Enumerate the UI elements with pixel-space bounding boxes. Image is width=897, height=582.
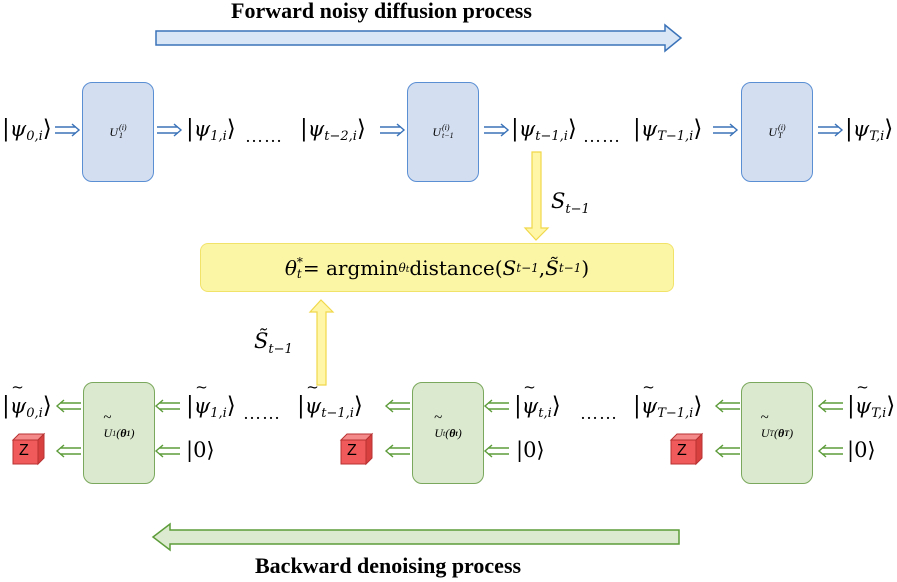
forward-unitary-t-1-sup: (i) — [442, 123, 450, 132]
forward-unitary-t-1-sub: t−1 — [442, 131, 454, 140]
backward-process-title: Backward denoising process — [255, 553, 522, 578]
z-label-t: Z — [347, 442, 357, 459]
forward-unitary-t-1: U(i)t−1 — [407, 82, 479, 182]
ancilla-ket-1: |0⟩ — [186, 438, 215, 462]
backward-unitary-T-label: U — [760, 410, 770, 441]
forward-ket-t-2: |ψt−2,i⟩ — [300, 116, 366, 144]
forward-unitary-T: U(i)T — [741, 82, 813, 182]
forward-small-arrows — [55, 123, 844, 137]
generated-set-label: S̃t−1 — [254, 329, 293, 358]
measurement-cube-t — [339, 432, 374, 466]
forward-unitary-T-sub: T — [778, 131, 783, 140]
backward-unitary-T: UT(θT) — [741, 382, 813, 484]
backward-unitary-t-param-sub: t — [455, 428, 458, 438]
sample-down-arrow — [523, 151, 550, 241]
backward-ket-0: |ψ0,i⟩ — [2, 380, 52, 420]
sample-set-label: St−1 — [551, 189, 590, 218]
backward-dots-1: …… — [243, 403, 281, 423]
backward-unitary-1: U1(θ1) — [83, 382, 155, 484]
ancilla-ket-T: |0⟩ — [847, 438, 876, 462]
backward-ket-t-1: |ψt−1,i⟩ — [297, 380, 363, 420]
backward-unitary-t-label: U — [433, 410, 443, 441]
forward-ket-t-1: |ψt−1,i⟩ — [511, 116, 577, 144]
backward-ket-1: |ψ1,i⟩ — [186, 380, 236, 420]
forward-unitary-T-label: U — [768, 124, 778, 139]
backward-unitary-T-param-sub: T — [784, 428, 790, 438]
forward-unitary-1-label: U — [109, 124, 119, 139]
forward-dots-2: …… — [583, 126, 621, 146]
z-label-T: Z — [677, 442, 687, 459]
backward-unitary-1-label: U — [103, 410, 113, 441]
backward-process-arrow — [151, 522, 680, 552]
forward-ket-0: |ψ0,i⟩ — [2, 116, 52, 144]
forward-ket-1: |ψ1,i⟩ — [186, 116, 236, 144]
ancilla-ket-t: |0⟩ — [516, 438, 545, 462]
backward-unitary-t-sub: t — [442, 428, 446, 438]
forward-unitary-1-sub: 1 — [119, 131, 124, 140]
forward-process-title: Forward noisy diffusion process — [231, 0, 532, 23]
measurement-cube-1 — [11, 432, 46, 466]
backward-unitary-T-param: θ — [778, 425, 785, 440]
backward-unitary-1-param-sub: 1 — [126, 428, 131, 438]
forward-ket-T: |ψT,i⟩ — [845, 116, 894, 144]
forward-unitary-T-sup: (i) — [778, 123, 786, 132]
forward-ket-T-1: |ψT−1,i⟩ — [633, 116, 703, 144]
forward-dots-1: …… — [245, 126, 283, 146]
backward-ket-t: |ψt,i⟩ — [514, 380, 561, 420]
backward-unitary-1-param: θ — [120, 425, 127, 440]
backward-unitary-1-sub: 1 — [112, 428, 117, 438]
sample-up-arrow — [308, 299, 335, 386]
backward-unitary-T-sub: T — [769, 428, 774, 438]
backward-small-arrows — [55, 399, 843, 458]
backward-unitary-t: Ut(θt) — [412, 382, 484, 484]
forward-unitary-1: U(i)1 — [82, 82, 154, 182]
forward-unitary-1-sup: (i) — [119, 123, 127, 132]
forward-unitary-t-1-label: U — [432, 124, 442, 139]
measurement-cube-T — [669, 432, 704, 466]
z-label-1: Z — [19, 442, 29, 459]
backward-ket-T-1: |ψT−1,i⟩ — [633, 380, 702, 420]
backward-ket-T: |ψT,i⟩ — [847, 380, 895, 420]
forward-process-arrow — [155, 23, 683, 53]
backward-unitary-t-param: θ — [449, 425, 456, 440]
backward-dots-2: …… — [580, 403, 618, 423]
